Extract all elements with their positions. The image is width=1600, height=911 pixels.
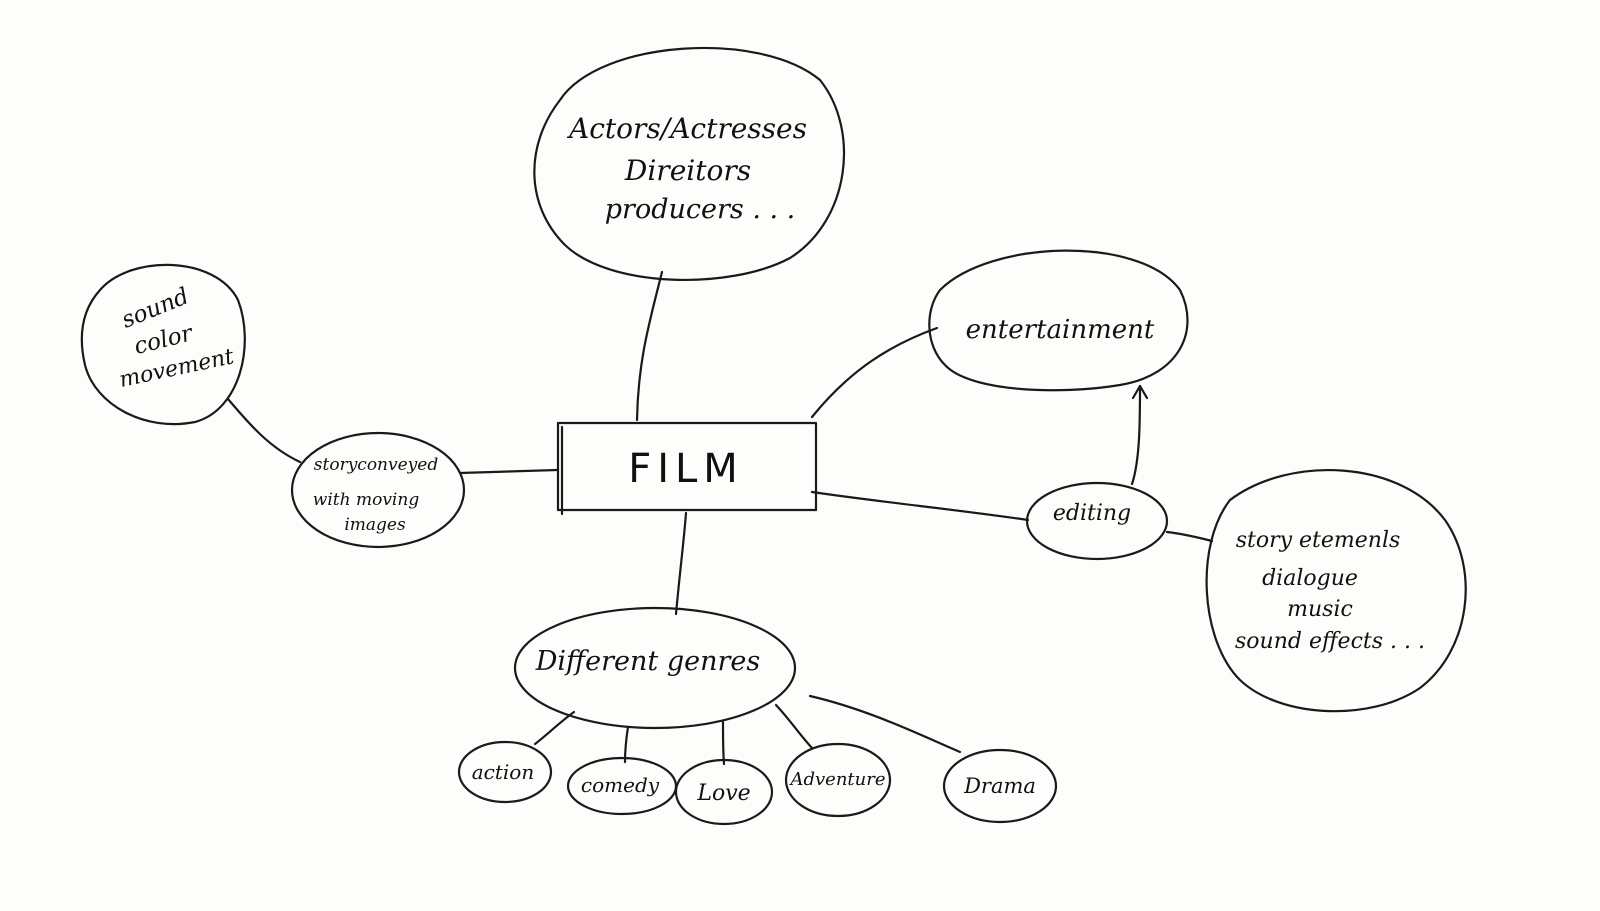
connector-editing-elements: [1165, 530, 1214, 543]
story-node: storyconveyed with moving images: [290, 431, 466, 549]
story-line-3: images: [344, 515, 406, 535]
editing-bubble: [1025, 481, 1169, 561]
editing-label: editing: [1053, 501, 1131, 526]
story-line-1: storyconveyed: [314, 455, 439, 475]
film-label: FILM: [628, 446, 744, 492]
genre-love: Love: [674, 758, 774, 826]
senses-node: sound color movement: [80, 263, 246, 426]
elements-line-3: music: [1287, 597, 1353, 622]
people-line-3: producers . . .: [605, 194, 795, 225]
genre-drama-bubble: [942, 748, 1058, 824]
connector-genres-love: [721, 720, 726, 766]
elements-line-1: story etemenls: [1236, 528, 1401, 553]
elements-line-2: dialogue: [1262, 566, 1358, 591]
connector-film-editing: [810, 490, 1030, 522]
genre-comedy-label: comedy: [581, 773, 660, 797]
genre-action: action: [457, 740, 553, 804]
connector-film-story: [458, 468, 559, 475]
entertainment-bubble: [928, 249, 1189, 392]
genre-drama: Drama: [942, 748, 1058, 824]
editing-node: editing: [1025, 481, 1169, 561]
story-line-2: with moving: [313, 490, 420, 510]
genre-adventure-label: Adventure: [788, 769, 885, 790]
genre-comedy: comedy: [566, 756, 678, 816]
connector-genres-adventure: [774, 703, 814, 750]
connectors: [226, 270, 1214, 766]
elements-node: story etemenls dialogue music sound effe…: [1205, 469, 1467, 713]
arrowhead: [1131, 384, 1149, 400]
connector-film-people: [635, 270, 664, 422]
people-bubble: [533, 46, 846, 281]
connector-genres-comedy: [623, 725, 630, 764]
genre-adventure-bubble: [784, 742, 892, 818]
senses-bubble: [80, 263, 246, 426]
film-node: FILM: [556, 421, 818, 516]
genre-drama-label: Drama: [963, 774, 1036, 798]
people-line-1: Actors/Actresses: [566, 112, 807, 145]
story-bubble: [290, 431, 466, 549]
connector-genres-drama: [808, 694, 962, 754]
people-line-2: Direitors: [624, 154, 751, 187]
genre-adventure: Adventure: [784, 742, 892, 818]
film-box: [556, 421, 818, 512]
entertainment-node: entertainment: [928, 249, 1189, 392]
entertainment-label: entertainment: [966, 315, 1155, 345]
genre-love-label: Love: [696, 781, 750, 806]
elements-bubble: [1205, 469, 1467, 713]
connector-story-senses: [226, 397, 302, 464]
genres-node: Different genres: [513, 606, 797, 730]
genres-label: Different genres: [535, 646, 761, 677]
connector-editing-entertainment: [1130, 384, 1142, 486]
genres-bubble: [513, 606, 797, 730]
people-node: Actors/Actresses Direitors producers . .…: [533, 46, 846, 281]
connector-genres-action: [533, 710, 576, 746]
genre-love-bubble: [674, 758, 774, 826]
connector-film-entertainment: [810, 326, 939, 419]
genre-action-bubble: [457, 740, 553, 804]
genre-action-label: action: [472, 760, 534, 784]
elements-line-4: sound effects . . .: [1235, 629, 1425, 654]
connector-film-genres: [674, 511, 688, 616]
genre-items: action comedy Love Adventure Drama: [457, 740, 1058, 826]
